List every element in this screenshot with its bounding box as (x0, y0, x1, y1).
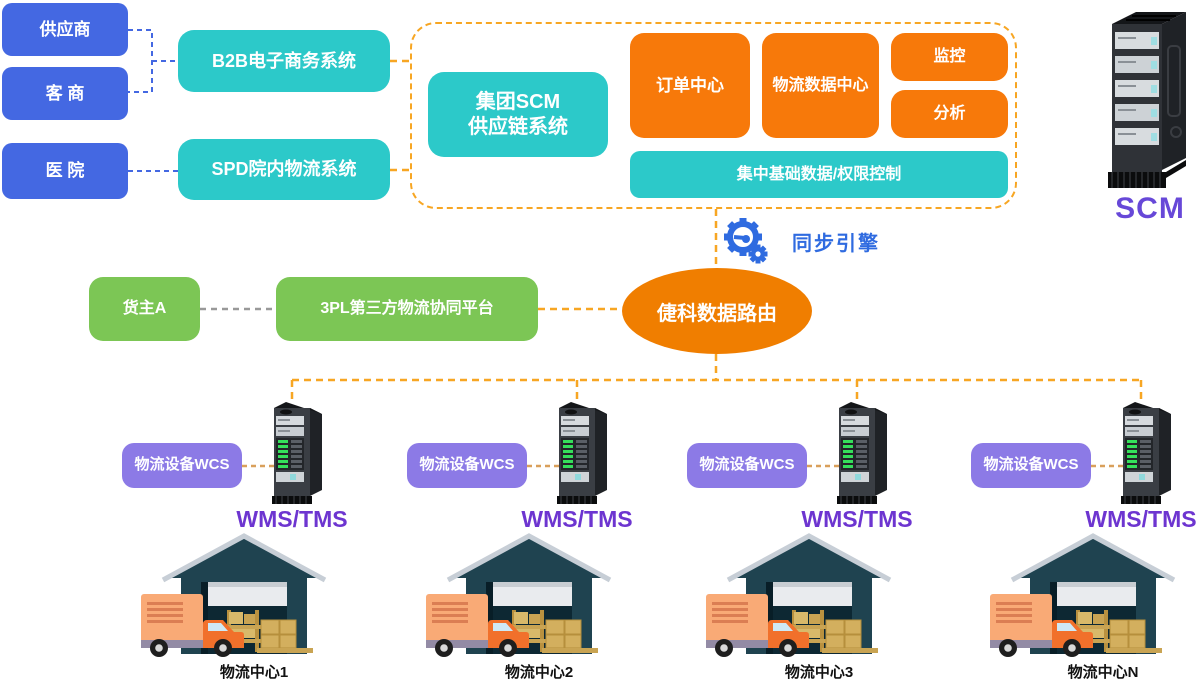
scm-platform-frame (410, 22, 1017, 209)
wcs-box-4: 物流设备WCS (971, 443, 1091, 488)
sync-engine-gear-icon (724, 218, 768, 264)
scm-server-rack-icon (1108, 12, 1186, 188)
source-box-hospital: 医 院 (2, 143, 128, 199)
cargo-owner-box: 货主A (89, 277, 200, 341)
3pl-platform-box: 3PL第三方物流协同平台 (276, 277, 538, 341)
center-name-3: 物流中心3 (784, 664, 854, 680)
scm-core-title-line1: 集团SCM (475, 90, 561, 113)
system-box-b2b: B2B电子商务系统 (178, 30, 390, 92)
base-data-bar: 集中基础数据/权限控制 (630, 151, 1008, 198)
scm-server-label: SCM (1115, 192, 1185, 225)
wms-server-icon-2 (557, 402, 607, 504)
connector-supplier-customer-bracket (128, 29, 153, 93)
delivery-truck (426, 594, 529, 657)
module-box-logistics-data-center: 物流数据中心 (762, 33, 879, 138)
center-name-4: 物流中心N (1067, 664, 1139, 680)
wms-label-2: WMS/TMS (521, 506, 633, 532)
center-name-2: 物流中心2 (504, 664, 574, 680)
module-box-analysis: 分析 (891, 90, 1008, 138)
warehouse-truck-icon-2 (426, 533, 612, 657)
wcs-box-1: 物流设备WCS (122, 443, 242, 488)
warehouse (446, 533, 612, 654)
warehouse-truck-icon-4 (990, 533, 1176, 657)
module-box-order-center: 订单中心 (630, 33, 750, 138)
source-box-supplier: 供应商 (2, 3, 128, 56)
scm-core-title-line2: 供应链系统 (468, 115, 568, 138)
wms-label-1: WMS/TMS (236, 506, 348, 532)
wcs-box-2: 物流设备WCS (407, 443, 527, 488)
data-router-ellipse: 倢科数据路由 (622, 268, 812, 354)
module-box-monitoring: 监控 (891, 33, 1008, 81)
delivery-truck (990, 594, 1093, 657)
delivery-truck (141, 594, 244, 657)
system-box-spd: SPD院内物流系统 (178, 139, 390, 200)
sync-engine-label: 同步引擎 (792, 233, 880, 255)
wms-label-3: WMS/TMS (801, 506, 913, 532)
center-name-1: 物流中心1 (219, 664, 289, 680)
wms-server-icon-1 (272, 402, 322, 504)
wcs-box-3: 物流设备WCS (687, 443, 807, 488)
warehouse-truck-icon-3 (706, 533, 892, 657)
wms-server-icon-4 (1121, 402, 1171, 504)
delivery-truck (706, 594, 809, 657)
warehouse-truck-icon-1 (141, 533, 327, 657)
scm-core-box: 集团SCM 供应链系统 (428, 72, 608, 157)
wms-server-icon-3 (837, 402, 887, 504)
wms-label-4: WMS/TMS (1085, 506, 1197, 532)
source-box-customer: 客 商 (2, 67, 128, 120)
